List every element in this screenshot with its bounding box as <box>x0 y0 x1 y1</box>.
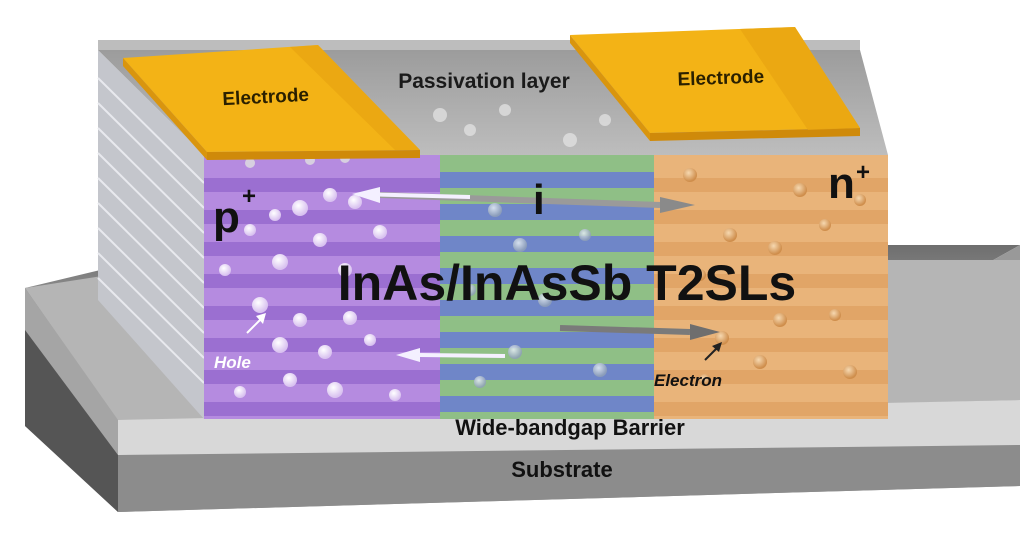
i-region-particles <box>464 203 607 388</box>
material-label: InAs/InAsSb T2SLs <box>338 255 796 311</box>
stack-side-face <box>97 50 205 419</box>
electron-particles <box>683 168 866 386</box>
hole-label: Hole <box>214 353 251 372</box>
hole-particles <box>219 188 401 401</box>
passivation-label: Passivation layer <box>398 70 570 93</box>
carrier-flow-arrows <box>246 187 722 362</box>
p-superscript: + <box>242 183 256 210</box>
p-region <box>204 155 440 419</box>
i-region-label: i <box>533 176 545 223</box>
electrode-left <box>123 45 420 160</box>
electrode-left-label: Electrode <box>222 85 310 111</box>
n-region-label: n <box>828 159 855 208</box>
p-region-label: p <box>213 193 240 242</box>
electron-label: Electron <box>654 371 722 390</box>
barrier-label: Wide-bandgap Barrier <box>455 415 685 440</box>
i-region <box>440 155 654 419</box>
electrode-right-label: Electrode <box>677 66 764 90</box>
n-superscript: + <box>856 159 870 186</box>
electrode-right <box>570 27 860 141</box>
substrate-label: Substrate <box>511 457 612 482</box>
